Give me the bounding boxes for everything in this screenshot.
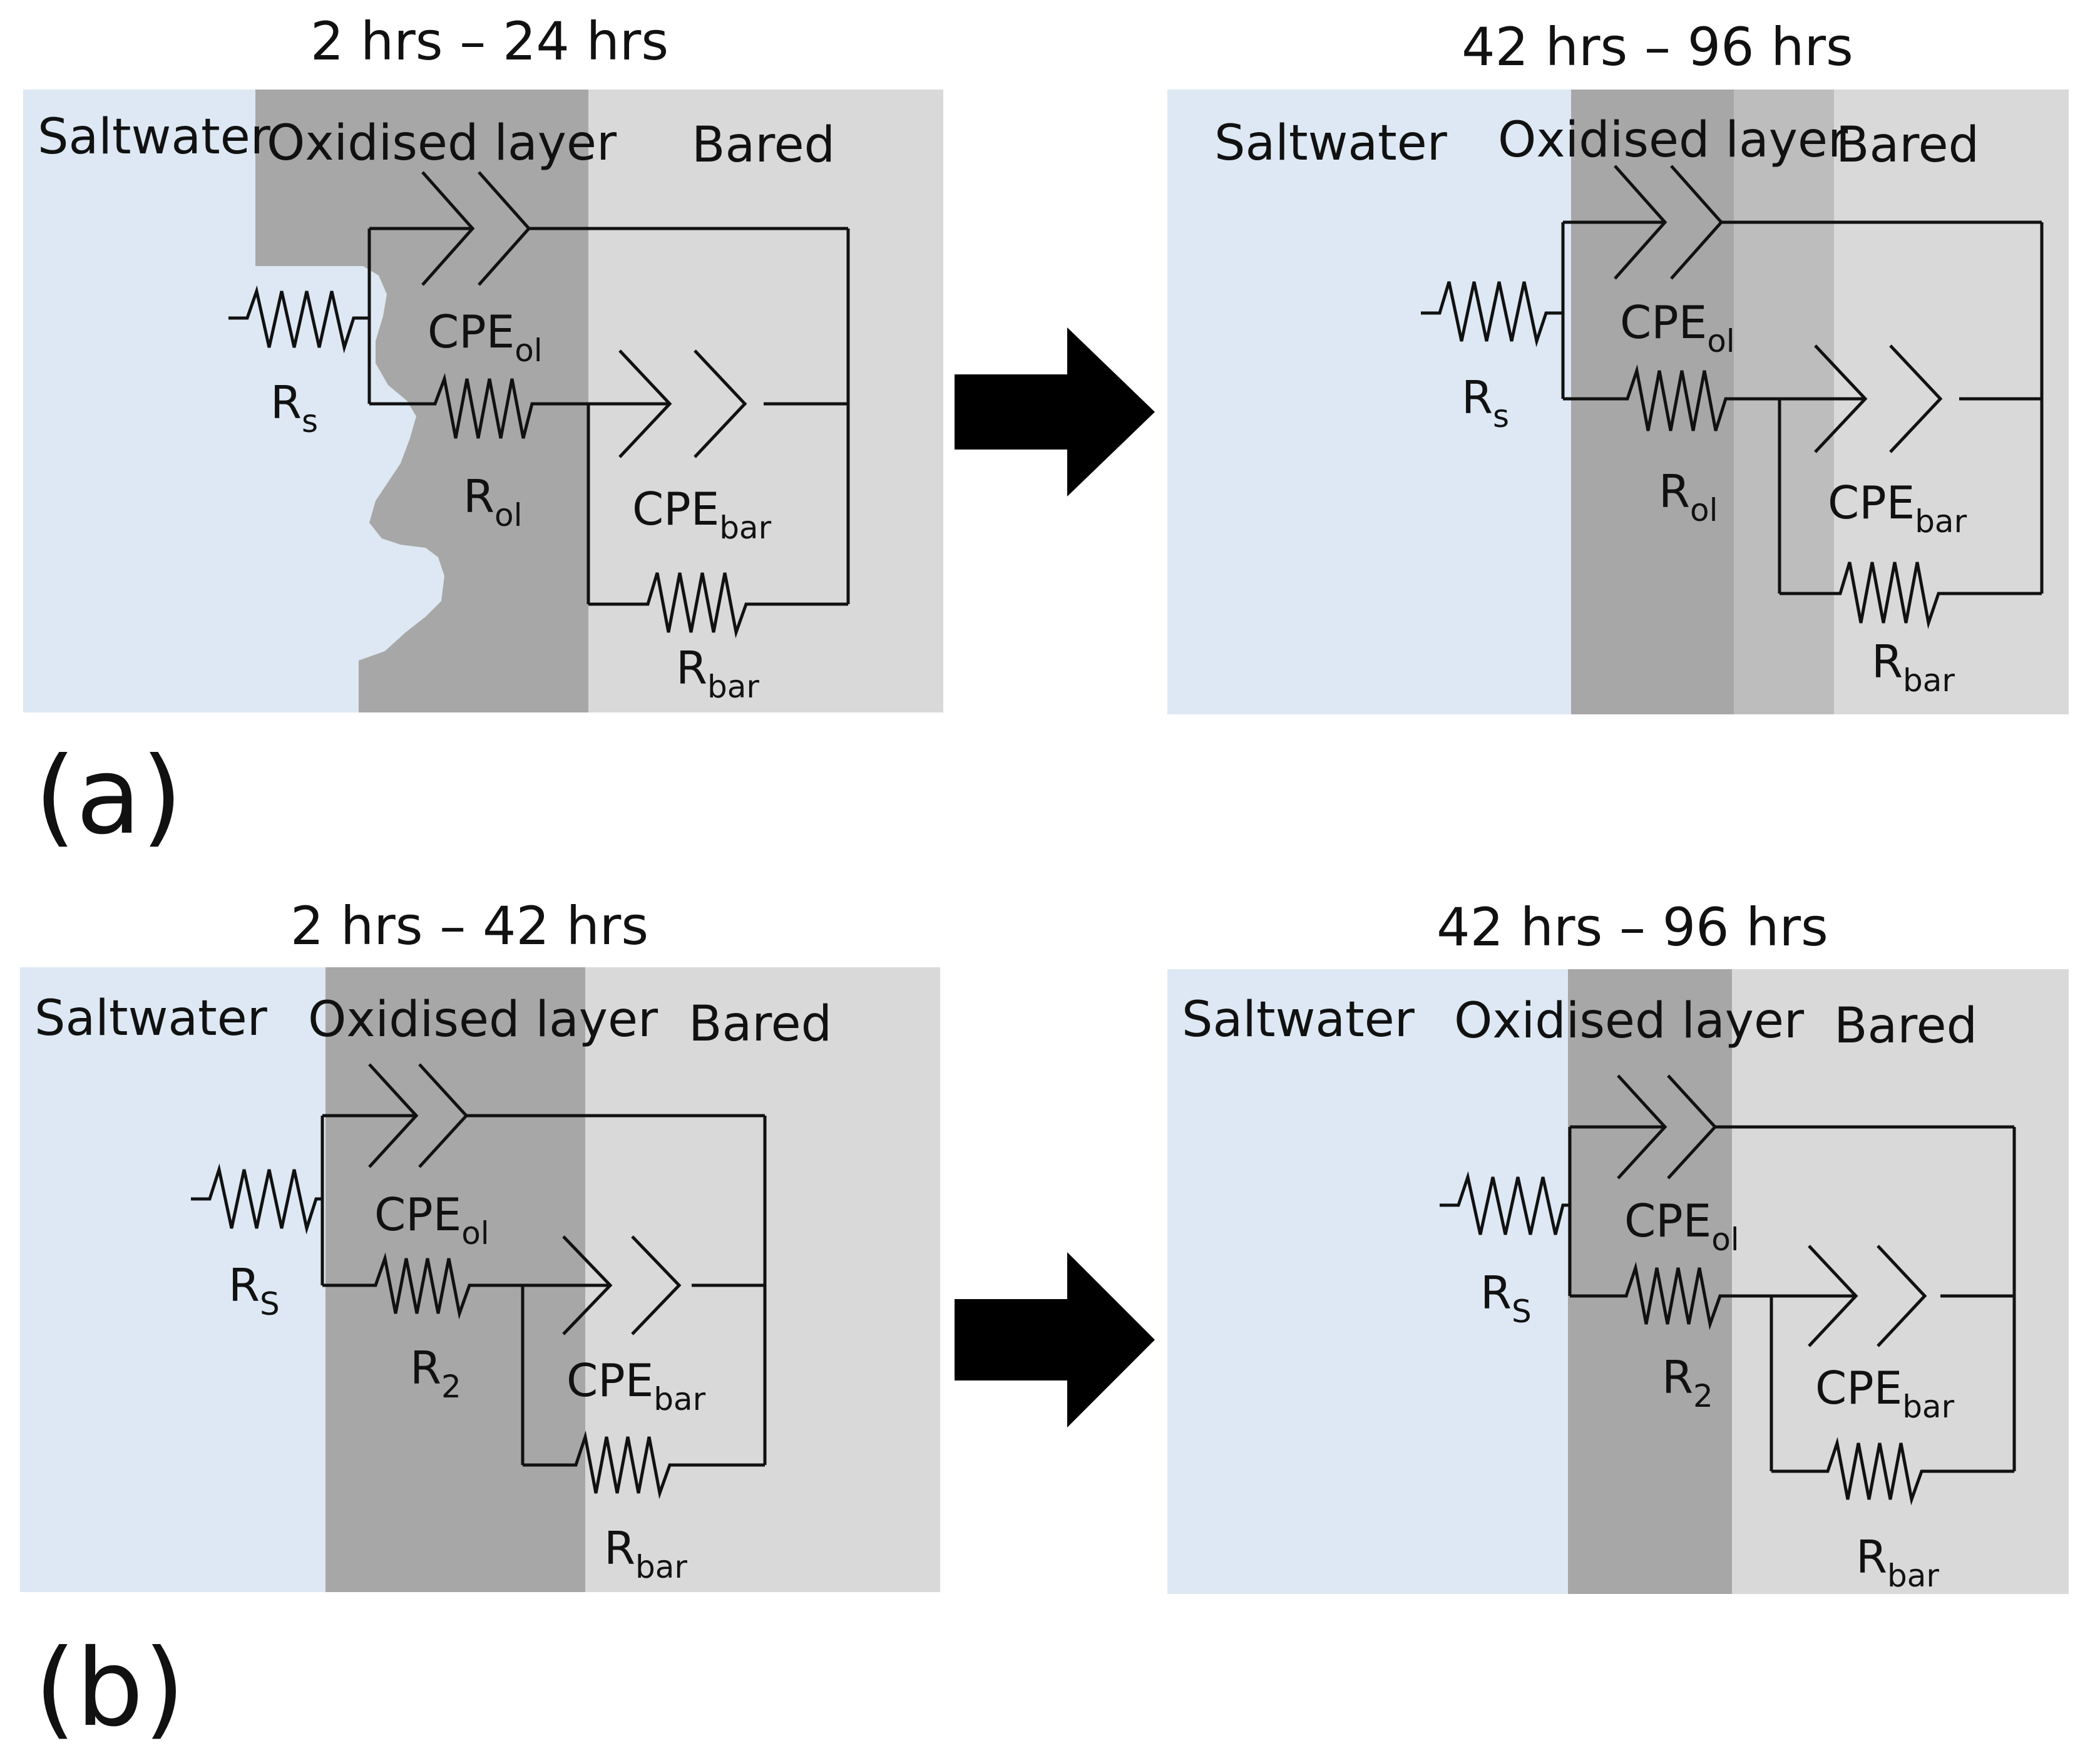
right-arrow-icon-a [955,327,1155,496]
label-cpe-ol-a1: CPEol [428,306,543,369]
oxidised-label-b1: Oxidised layer [308,992,658,1048]
label-rbar-a1: Rbar [676,642,759,705]
cpe-bar-symbol-a2b [1889,344,1943,453]
resistor-rbar-b2 [1771,1437,2014,1506]
resistor-rbar-a2 [1780,562,2042,629]
bared-region-a2 [1834,90,2069,714]
cpe-bar-symbol-b1b [631,1235,682,1335]
bared-region-b2 [1732,969,2069,1594]
diagram-a2: 42 hrs – 96 hrs Saltwater Oxidised layer… [1167,16,2069,714]
label-r2-b1: R2 [410,1342,461,1405]
label-rs-b2: RS [1480,1267,1532,1330]
oxidised-label-a2: Oxidised layer [1498,112,1848,168]
saltwater-label-b2: Saltwater [1182,992,1415,1048]
circuit-a1 [228,171,850,639]
label-cpe-bar-b1: CPEbar [566,1354,706,1417]
oxidised-region-b1 [325,967,585,1592]
label-rs-b1: RS [228,1259,280,1322]
label-rs-a1: Rs [270,376,318,440]
cpe-bar-symbol-b1 [562,1235,613,1335]
time-label-b2: 42 hrs – 96 hrs [1437,897,1828,958]
cpe-ol-symbol-b2 [1617,1074,1667,1180]
bared-label-b2: Bared [1834,998,1977,1054]
resistor-r2-b2 [1570,1262,1771,1330]
label-cpe-bar-b2: CPEbar [1815,1362,1955,1425]
resistor-rs-a1 [228,285,369,354]
label-rbar-b1: Rbar [604,1522,687,1585]
label-rol-a1: Rol [463,470,523,533]
panel-label-a: (a) [34,734,183,858]
saltwater-label-a1: Saltwater [38,109,271,165]
label-rbar-b2: Rbar [1856,1531,1939,1594]
cpe-bar-symbol-a1 [618,349,672,458]
oxidised-label-a1: Oxidised layer [267,115,617,172]
resistor-rs-b2 [1440,1171,1570,1235]
label-r2-b2: R2 [1662,1351,1713,1414]
oxidised-outer-region-a2 [1734,90,1834,714]
cpe-ol-symbol-a1 [421,171,475,286]
saltwater-label-b1: Saltwater [34,990,268,1047]
bared-label-a1: Bared [692,117,835,173]
bared-region-a1 [588,90,943,712]
cpe-bar-symbol-a2 [1814,344,1868,453]
resistor-rs-b1 [191,1163,322,1235]
label-rbar-a2: Rbar [1872,635,1955,699]
resistor-r2-b1 [322,1252,523,1320]
cpe-ol-symbol-a2 [1614,165,1667,280]
diagram-a1: 2 hrs – 24 hrs Saltwater Oxidised layer … [23,11,943,712]
time-label-b1: 2 hrs – 42 hrs [290,895,648,957]
label-cpe-bar-a2: CPEbar [1828,476,1967,540]
panel-label-b: (b) [34,1627,185,1750]
circuit-b2 [1440,1074,2016,1506]
label-cpe-ol-a2: CPEol [1620,296,1735,359]
bared-label-a2: Bared [1836,117,1979,173]
resistor-rbar-a1 [588,572,848,639]
label-cpe-bar-a1: CPEbar [632,483,772,546]
cpe-bar-symbol-b2 [1808,1245,1858,1347]
diagram-b1: 2 hrs – 42 hrs Saltwater Oxidised layer … [20,895,940,1592]
resistor-rs-a2 [1421,281,1563,347]
label-rs-a2: Rs [1462,371,1509,434]
cpe-bar-symbol-b2b [1877,1245,1927,1347]
label-cpe-ol-b2: CPEol [1624,1195,1739,1258]
label-rol-a2: Rol [1659,465,1718,528]
resistor-rbar-b1 [523,1431,765,1499]
label-cpe-ol-b1: CPEol [374,1188,489,1252]
resistor-ral-a2 [1563,364,1780,431]
circuit-b1 [191,1063,767,1499]
cpe-ol-symbol-b1 [368,1063,419,1168]
oxidised-region-a1 [255,90,588,712]
oxidised-label-b2: Oxidised layer [1454,993,1805,1049]
time-label-a2: 42 hrs – 96 hrs [1462,16,1853,78]
diagram-b2: 42 hrs – 96 hrs Saltwater Oxidised layer… [1167,897,2069,1594]
cpe-bar-symbol-a1b [694,349,747,458]
bared-label-b1: Bared [689,996,832,1052]
right-arrow-icon-b [955,1252,1155,1427]
circuit-a2 [1421,165,2044,629]
resistor-rol-a1 [369,373,588,439]
oxidised-region-b2 [1568,969,1732,1594]
bared-region-b1 [585,967,940,1592]
saltwater-label-a2: Saltwater [1214,115,1448,172]
time-label-a1: 2 hrs – 24 hrs [310,11,668,72]
